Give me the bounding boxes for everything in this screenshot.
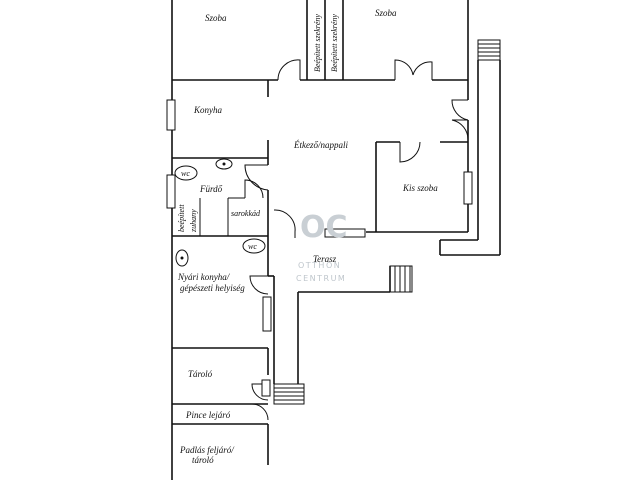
walls [171, 0, 501, 480]
watermark-logo: OC [300, 210, 348, 245]
wc-fixture-1 [174, 165, 198, 181]
room-label-beepitett-zuhany-2: zuhany [189, 209, 198, 233]
room-label-kis-szoba: Kis szoba [402, 183, 438, 193]
wc-label-2: wc [248, 242, 257, 251]
room-label-padlas-1: Padlás feljáró/ [179, 445, 235, 455]
watermark-line2: CENTRUM [296, 274, 346, 283]
windows [166, 99, 473, 332]
doors [244, 59, 469, 421]
room-label-pince: Pince lejáró [185, 410, 231, 420]
room-label-nyari-2: gépészeti helyiség [180, 283, 245, 293]
watermark-line1: OTTHON [298, 261, 341, 270]
watermark: OC OTTHON CENTRUM [296, 210, 348, 283]
room-label-terasz: Terasz [313, 254, 337, 264]
room-label-beepitett-2: Beépített szekrény [330, 14, 339, 72]
brand-logo: zenga [548, 452, 618, 470]
room-label-tarolo: Tároló [188, 369, 213, 379]
room-label-beepitett-zuhany-1: beépített [177, 204, 186, 232]
brand-name: zenga [568, 452, 618, 470]
wc-label-1: wc [181, 169, 190, 178]
room-label-etkezo: Étkező/nappali [293, 140, 348, 150]
zenga-icon [548, 453, 564, 469]
room-label-nyari-1: Nyári konyha/ [177, 272, 231, 282]
sink-fixture-2 [175, 249, 189, 267]
room-label-szoba-left: Szoba [205, 13, 227, 23]
room-label-padlas-2: tároló [192, 455, 214, 465]
sink-fixture [215, 158, 233, 170]
room-label-szoba-right: Szoba [375, 8, 397, 18]
room-label-furdo: Fürdő [199, 184, 223, 194]
room-label-beepitett-1: Beépített szekrény [313, 14, 322, 72]
room-label-sarokkad: sarokkád [231, 209, 261, 218]
room-labels: Szoba Szoba Beépített szekrény Beépített… [177, 8, 438, 465]
fixtures: wc wc [174, 158, 266, 267]
stairs [261, 39, 501, 405]
wc-fixture-2 [242, 238, 266, 254]
room-label-konyha: Konyha [193, 105, 222, 115]
